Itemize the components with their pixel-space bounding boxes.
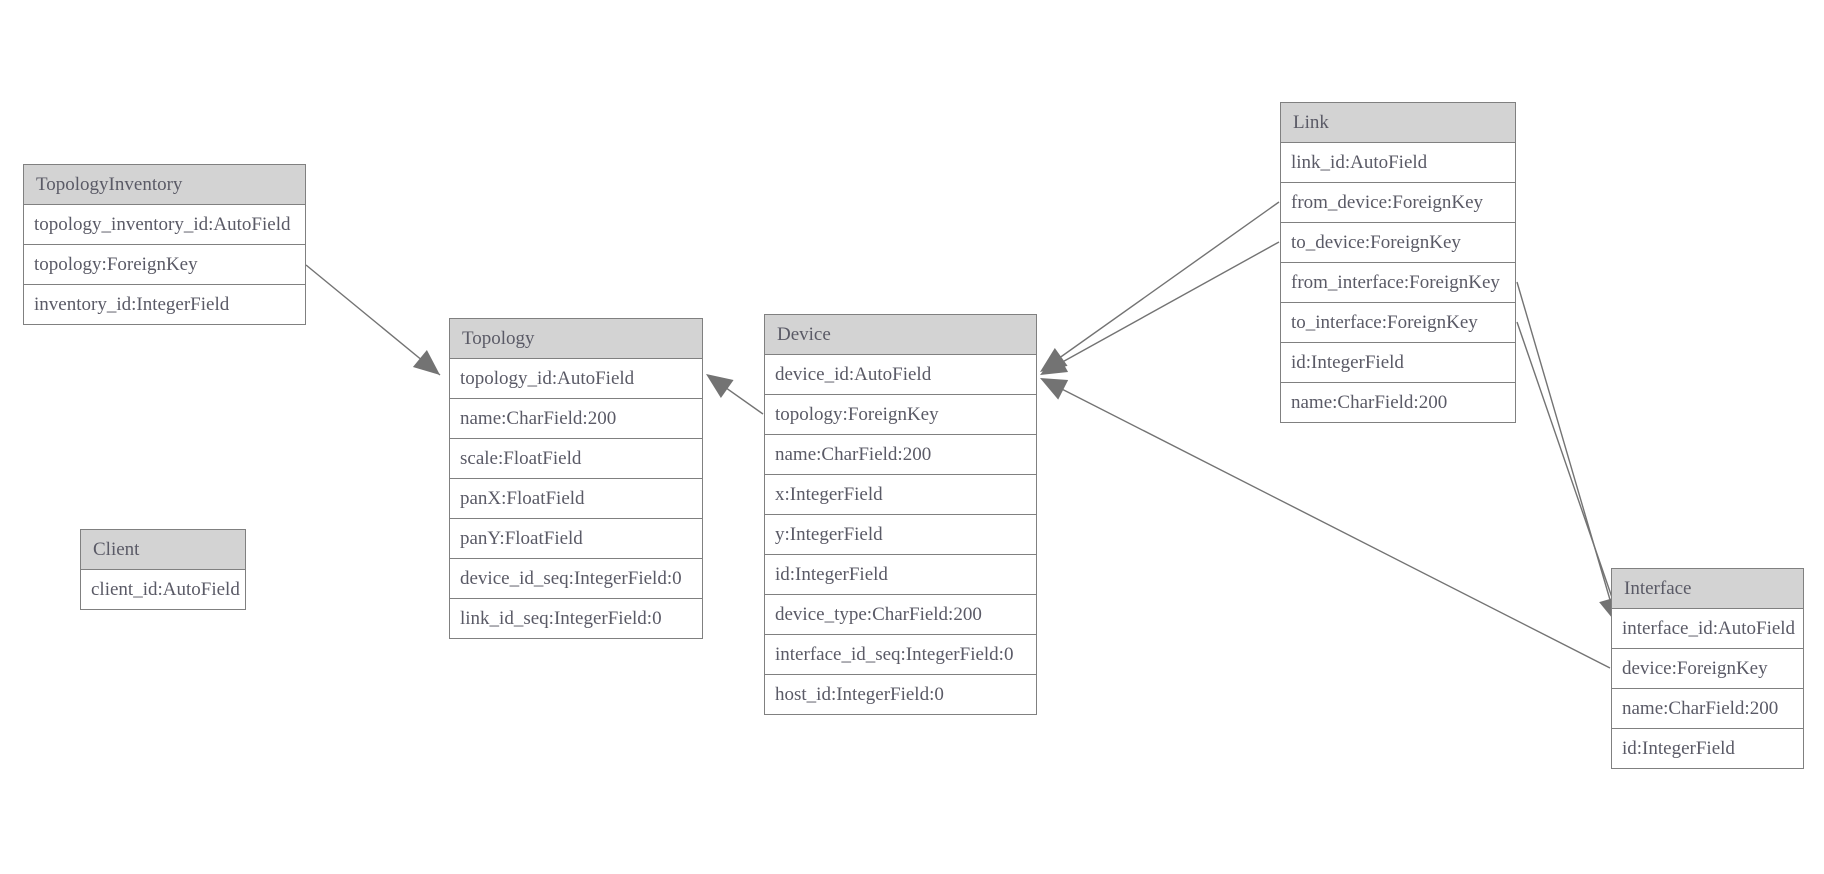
- entity-field-row[interactable]: id:IntegerField: [1612, 729, 1803, 769]
- entity-field-row[interactable]: device_id_seq:IntegerField:0: [450, 559, 702, 599]
- relationship-arrowhead: [1040, 352, 1069, 375]
- relationship-arrowhead: [1040, 378, 1069, 400]
- entity-field-row[interactable]: x:IntegerField: [765, 475, 1036, 515]
- entity-field-row[interactable]: link_id:AutoField: [1281, 143, 1515, 183]
- entity-field-row[interactable]: panX:FloatField: [450, 479, 702, 519]
- relationship-link-to-device: [1040, 241, 1280, 375]
- relationship-topologyinventory-topology: [305, 264, 441, 376]
- entity-field-row[interactable]: topology_id:AutoField: [450, 359, 702, 399]
- relationship-link-from-device: [1040, 201, 1280, 372]
- entity-field-row[interactable]: to_device:ForeignKey: [1281, 223, 1515, 263]
- relationship-line: [1047, 241, 1280, 371]
- entity-field-row[interactable]: from_interface:ForeignKey: [1281, 263, 1515, 303]
- entity-header-topology: Topology: [450, 319, 702, 359]
- entity-field-row[interactable]: name:CharField:200: [450, 399, 702, 439]
- entity-field-row[interactable]: topology:ForeignKey: [24, 245, 305, 285]
- entity-field-row[interactable]: id:IntegerField: [765, 555, 1036, 595]
- entity-header-link: Link: [1281, 103, 1515, 143]
- entity-field-row[interactable]: host_id:IntegerField:0: [765, 675, 1036, 715]
- entity-field-row[interactable]: interface_id_seq:IntegerField:0: [765, 635, 1036, 675]
- entity-field-row[interactable]: name:CharField:200: [765, 435, 1036, 475]
- relationship-arrowhead: [706, 374, 734, 398]
- entity-field-row[interactable]: device_id:AutoField: [765, 355, 1036, 395]
- entity-field-row[interactable]: y:IntegerField: [765, 515, 1036, 555]
- entity-field-row[interactable]: scale:FloatField: [450, 439, 702, 479]
- relationship-line: [1047, 201, 1280, 367]
- relationship-line: [305, 264, 441, 376]
- entity-field-row[interactable]: panY:FloatField: [450, 519, 702, 559]
- relationship-line: [1516, 281, 1614, 611]
- relationship-device-topology: [706, 374, 764, 415]
- entity-header-interface: Interface: [1612, 569, 1803, 609]
- entity-field-row[interactable]: device_type:CharField:200: [765, 595, 1036, 635]
- entity-field-row[interactable]: topology:ForeignKey: [765, 395, 1036, 435]
- entity-field-row[interactable]: topology_inventory_id:AutoField: [24, 205, 305, 245]
- entity-field-row[interactable]: name:CharField:200: [1612, 689, 1803, 729]
- entity-header-device: Device: [765, 315, 1036, 355]
- relationship-arrowhead: [412, 349, 440, 375]
- entity-field-row[interactable]: to_interface:ForeignKey: [1281, 303, 1515, 343]
- entity-field-row[interactable]: device:ForeignKey: [1612, 649, 1803, 689]
- entity-field-row[interactable]: inventory_id:IntegerField: [24, 285, 305, 325]
- entity-field-row[interactable]: client_id:AutoField: [81, 570, 245, 610]
- entity-field-row[interactable]: name:CharField:200: [1281, 383, 1515, 423]
- entity-header-topology_inventory: TopologyInventory: [24, 165, 305, 205]
- entity-header-client: Client: [81, 530, 245, 570]
- entity-field-row[interactable]: from_device:ForeignKey: [1281, 183, 1515, 223]
- entity-field-row[interactable]: interface_id:AutoField: [1612, 609, 1803, 649]
- relationship-line: [1047, 381, 1611, 669]
- relationship-line: [1516, 321, 1618, 613]
- relationship-arrowhead: [1040, 347, 1068, 372]
- entity-field-row[interactable]: link_id_seq:IntegerField:0: [450, 599, 702, 639]
- relationship-line: [711, 377, 764, 415]
- entity-field-row[interactable]: id:IntegerField: [1281, 343, 1515, 383]
